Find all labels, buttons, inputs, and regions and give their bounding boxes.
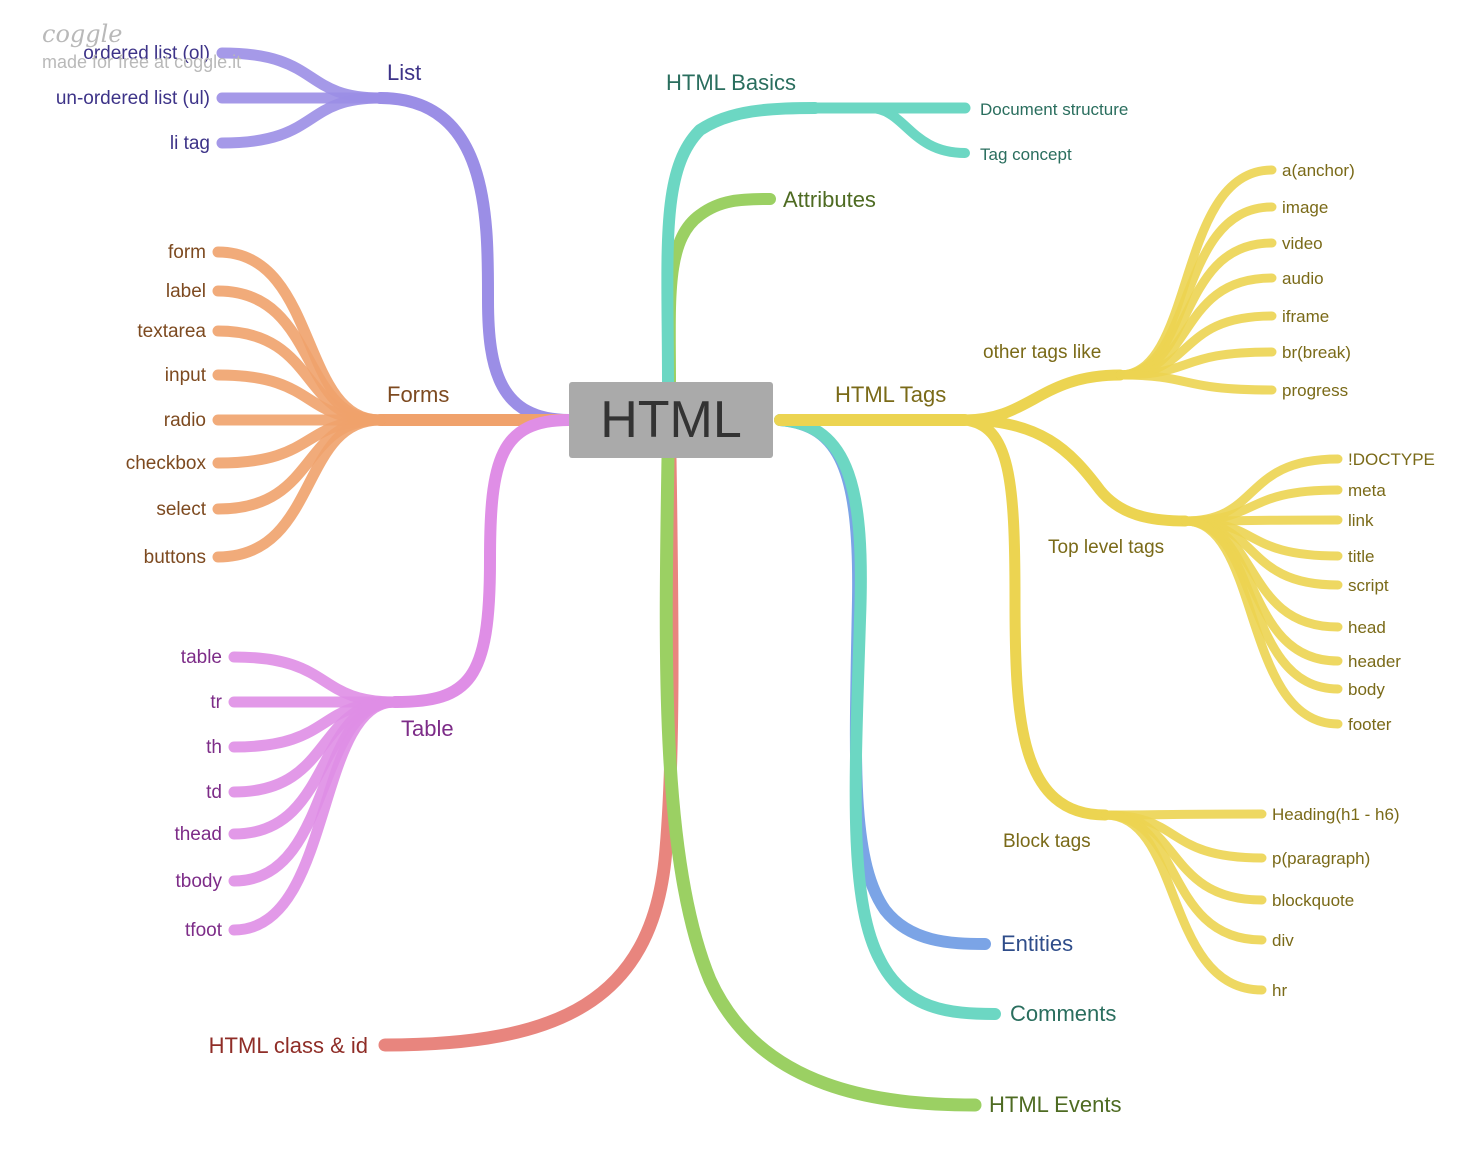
top-tags-leaf-line [1180, 516, 1343, 729]
forms-leaf-label[interactable]: buttons [144, 547, 206, 568]
other-tags-leaf-line [1115, 370, 1277, 395]
forms-leaf-label[interactable]: form [168, 242, 206, 263]
table-leaf-label[interactable]: tbody [176, 871, 223, 892]
central-node[interactable]: HTML [569, 382, 773, 458]
top-tags-leaf-label[interactable]: script [1348, 576, 1389, 595]
forms-leaf-line [212, 369, 386, 426]
branch-label-comments[interactable]: Comments [1010, 1001, 1116, 1026]
branch-label-entities[interactable]: Entities [1001, 931, 1073, 956]
top-tags-leaf-label[interactable]: title [1348, 547, 1374, 566]
branch-line-tags-top [959, 414, 1191, 527]
leaf-document-structure[interactable]: Document structure [980, 100, 1128, 119]
other-tags-leaf-label[interactable]: video [1282, 234, 1323, 253]
list-leaf-label[interactable]: ordered list (ol) [83, 43, 210, 64]
top-tags-leaf-label[interactable]: header [1348, 652, 1401, 671]
top-tags-leaf-label[interactable]: body [1348, 680, 1385, 699]
table-leaf-label[interactable]: tr [210, 692, 222, 713]
list-leaf-line [216, 47, 386, 104]
forms-leaf-line [212, 414, 386, 563]
leaf-tag-concept[interactable]: Tag concept [980, 145, 1072, 164]
block-tags-leaf-label[interactable]: Heading(h1 - h6) [1272, 805, 1400, 824]
branch-label-html-tags[interactable]: HTML Tags [835, 382, 946, 407]
other-tags-leaf-label[interactable]: audio [1282, 269, 1324, 288]
other-tags-leaf-label[interactable]: br(break) [1282, 343, 1351, 362]
branch-label-table[interactable]: Table [401, 716, 454, 741]
branch-line-attributes [663, 193, 776, 389]
table-leaf-line [228, 651, 401, 708]
branch-label-list[interactable]: List [387, 60, 421, 85]
branch-line-tags-other [959, 369, 1126, 426]
sub-label-other-tags[interactable]: other tags like [983, 342, 1101, 363]
list-leaf-label[interactable]: li tag [170, 133, 210, 154]
forms-leaf-label[interactable]: select [156, 499, 206, 520]
central-node-label: HTML [600, 391, 742, 449]
top-tags-leaf-label[interactable]: head [1348, 618, 1386, 637]
forms-leaf-label[interactable]: checkbox [126, 453, 207, 474]
forms-leaf-label[interactable]: radio [164, 410, 206, 431]
branch-label-attributes[interactable]: Attributes [783, 187, 876, 212]
list-leaf-label[interactable]: un-ordered list (ul) [56, 88, 210, 109]
branch-label-events[interactable]: HTML Events [989, 1092, 1121, 1117]
table-leaf-label[interactable]: thead [174, 824, 222, 845]
sub-label-top-level-tags[interactable]: Top level tags [1048, 537, 1164, 558]
branch-line-basics [661, 102, 821, 389]
block-tags-leaf-label[interactable]: blockquote [1272, 891, 1354, 910]
top-tags-leaf-label[interactable]: meta [1348, 481, 1386, 500]
other-tags-leaf-label[interactable]: a(anchor) [1282, 161, 1355, 180]
table-leaf-line [228, 696, 401, 936]
forms-leaf-label[interactable]: input [165, 365, 207, 386]
table-leaf-label[interactable]: td [206, 782, 222, 803]
branch-line-basics-tag [865, 103, 970, 158]
forms-leaf-label[interactable]: label [166, 281, 206, 302]
top-tags-leaf-label[interactable]: !DOCTYPE [1348, 450, 1435, 469]
coggle-tagline: made for free at coggle.it [42, 52, 242, 72]
branch-line-list [374, 92, 575, 426]
branch-label-class-id[interactable]: HTML class & id [209, 1033, 368, 1058]
top-tags-leaf-label[interactable]: footer [1348, 715, 1392, 734]
branch-line-events [659, 451, 982, 1112]
top-tags-leaf-label[interactable]: link [1348, 511, 1374, 530]
block-tags-leaf-line [1100, 810, 1267, 995]
block-tags-leaf-label[interactable]: p(paragraph) [1272, 849, 1370, 868]
branch-label-basics[interactable]: HTML Basics [666, 70, 796, 95]
block-tags-leaf-label[interactable]: hr [1272, 981, 1287, 1000]
block-tags-leaf-label[interactable]: div [1272, 931, 1294, 950]
coggle-logo: coggle [42, 20, 123, 48]
branch-line-table [389, 414, 575, 708]
branch-line-tags-block [959, 414, 1111, 821]
list-leaf-line [216, 92, 386, 149]
forms-leaf-label[interactable]: textarea [137, 321, 206, 342]
table-leaf-label[interactable]: tfoot [185, 920, 223, 941]
other-tags-leaf-label[interactable]: progress [1282, 381, 1348, 400]
table-leaf-label[interactable]: th [206, 737, 222, 758]
sub-label-block-tags[interactable]: Block tags [1003, 831, 1091, 852]
table-leaf-label[interactable]: table [181, 647, 222, 668]
coggle-watermark: coggle made for free at coggle.it [42, 22, 241, 72]
branch-label-forms[interactable]: Forms [387, 382, 449, 407]
branch-line-classid [378, 451, 679, 1052]
other-tags-leaf-label[interactable]: image [1282, 198, 1328, 217]
branch-line-comments [774, 414, 1001, 1020]
other-tags-leaf-label[interactable]: iframe [1282, 307, 1329, 326]
branch-line-entities [774, 414, 991, 950]
